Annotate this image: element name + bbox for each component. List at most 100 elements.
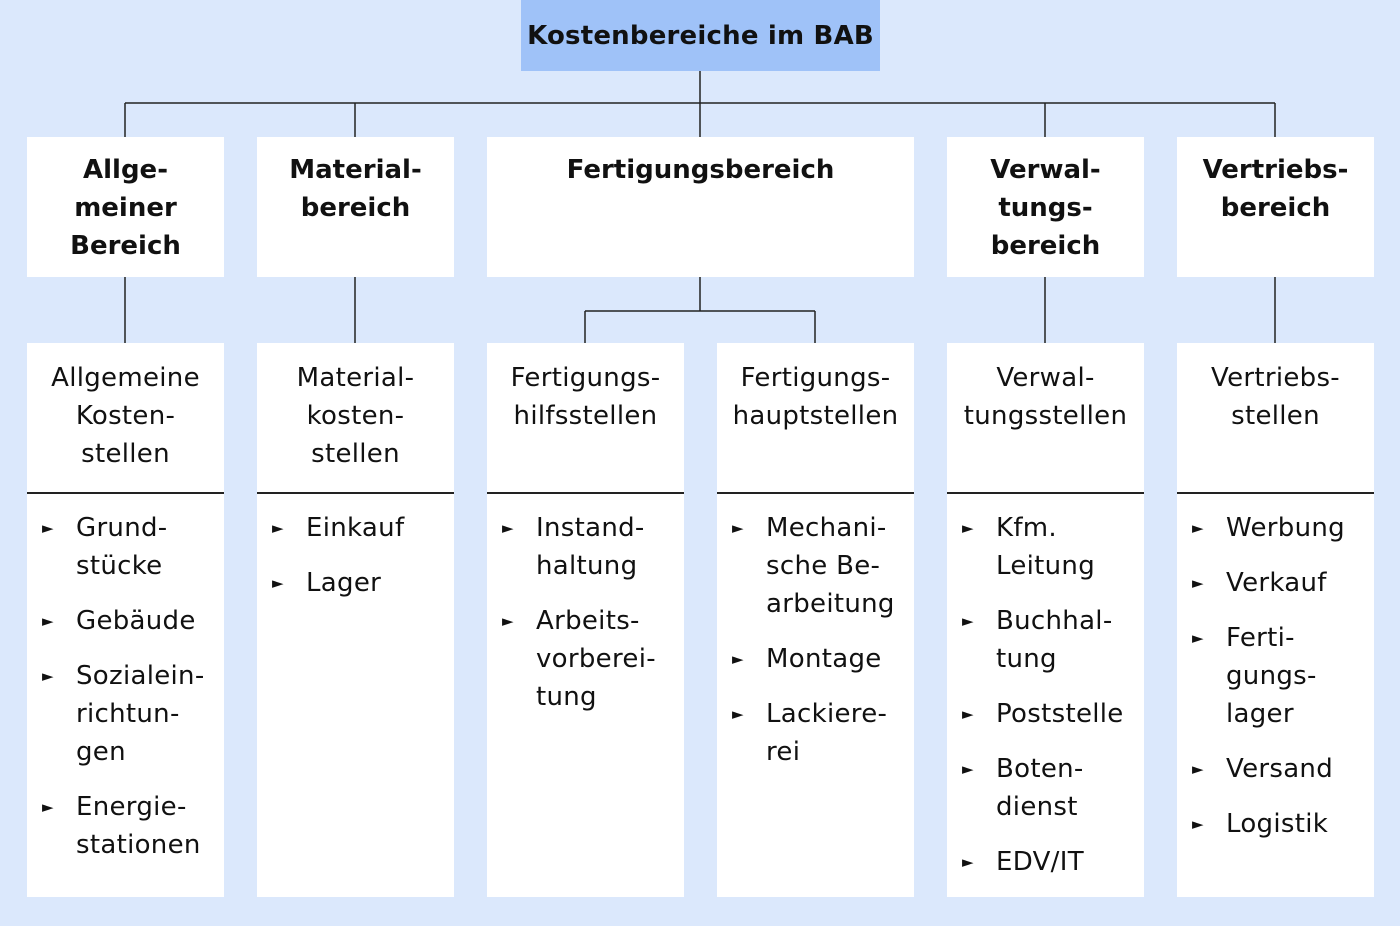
list-item-text: dienst [996, 792, 1078, 822]
triangle-right-icon: ► [732, 519, 744, 537]
cost-center-list: ►Werbung►Verkauf►Ferti-gungs-lager►Versa… [1177, 494, 1374, 843]
category-verwaltungsbereich: Verwal- tungs- bereich [947, 137, 1144, 277]
column-title: Vertriebs-stellen [1177, 343, 1374, 494]
category-vertriebsbereich: Vertriebs- bereich [1177, 137, 1374, 277]
triangle-right-icon: ► [1192, 519, 1204, 537]
list-item-text: Boten- [996, 754, 1084, 784]
list-item: ►Buchhal-tung [947, 602, 1144, 678]
list-item-text: gen [76, 737, 126, 767]
list-item-text: Versand [1226, 754, 1334, 784]
list-item: ►Kfm.Leitung [947, 509, 1144, 585]
list-item-text: stationen [76, 830, 201, 860]
column-title-line: stellen [311, 439, 400, 469]
category-line: meiner [74, 193, 177, 223]
list-item-text: Verkauf [1226, 568, 1327, 598]
list-item-text: Einkauf [306, 513, 405, 543]
column-title: Fertigungs-hilfsstellen [487, 343, 684, 494]
list-item: ►Sozialein-richtun-gen [27, 657, 224, 771]
list-item: ► Ferti-gungs-lager [1177, 619, 1374, 733]
list-item-text: Kfm. [996, 513, 1057, 543]
list-item: ► Arbeits-vorberei-tung [487, 602, 684, 716]
triangle-right-icon: ► [962, 760, 974, 778]
column-title: Fertigungs-hauptstellen [717, 343, 914, 494]
category-line: Verwal- [990, 155, 1101, 185]
list-item-text: Arbeits- [536, 606, 640, 636]
triangle-right-icon: ► [42, 798, 54, 816]
list-item-text: rei [766, 737, 801, 767]
list-item-text: Mechani- [766, 513, 887, 543]
column-title-line: Verwal- [996, 363, 1095, 393]
triangle-right-icon: ► [272, 519, 284, 537]
list-item-text: Instand- [536, 513, 645, 543]
column-vertriebsstellen: Vertriebs-stellen ► Werbung ►Verkauf ► Ferti-… [1177, 343, 1374, 897]
column-title-line: Allgemeine [51, 363, 200, 393]
cost-center-list: ►Grund-stücke►Gebäude►Sozialein-richtun-… [27, 494, 224, 864]
list-item: ►Montage [717, 640, 914, 678]
category-line: bereich [1220, 193, 1331, 223]
list-item-text: haltung [536, 551, 638, 581]
category-line: bereich [300, 193, 411, 223]
list-item: ►Poststelle [947, 695, 1144, 733]
list-item: ►Logistik [1177, 805, 1374, 843]
list-item-text: gungs- [1226, 661, 1317, 691]
column-title-line: stellen [1231, 401, 1320, 431]
triangle-right-icon: ► [502, 519, 514, 537]
list-item-text: Lager [306, 568, 382, 598]
column-title: Verwal-tungsstellen [947, 343, 1144, 494]
list-item-text: Grund- [76, 513, 168, 543]
column-title-line: Fertigungs- [510, 363, 661, 393]
category-materialbereich: Material- bereich [257, 137, 454, 277]
column-title-line: Fertigungs- [740, 363, 891, 393]
list-item-text: Leitung [996, 551, 1096, 581]
triangle-right-icon: ► [1192, 629, 1204, 647]
list-item-text: Gebäude [76, 606, 196, 636]
category-line: tungs- [998, 193, 1093, 223]
list-item: ► Gebäude [27, 602, 224, 640]
list-item: ► Werbung [1177, 509, 1374, 547]
list-item: ► Lager [257, 564, 454, 602]
category-line: Fertigungsbereich [566, 155, 835, 185]
list-item-text: Ferti- [1226, 623, 1295, 653]
column-title-line: Kosten- [75, 401, 176, 431]
list-item: ► Einkauf [257, 509, 454, 547]
triangle-right-icon: ► [962, 705, 974, 723]
column-title-line: stellen [81, 439, 170, 469]
cost-center-list: ► Einkauf ► Lager [257, 494, 454, 602]
column-materialkostenstellen: Material-kosten-stellen ► Einkauf ► Lager [257, 343, 454, 897]
list-item-text: tung [996, 644, 1057, 674]
triangle-right-icon: ► [502, 612, 514, 630]
column-title: Material-kosten-stellen [257, 343, 454, 494]
list-item-text: lager [1226, 699, 1294, 729]
root-node: Kostenbereiche im BAB [521, 0, 880, 71]
list-item: ► EDV/IT [947, 843, 1144, 881]
list-item: ►Grund-stücke [27, 509, 224, 585]
list-item-text: Logistik [1226, 809, 1329, 839]
list-item: ► Instand-haltung [487, 509, 684, 585]
cost-center-list: ►Kfm.Leitung►Buchhal-tung►Poststelle►Bot… [947, 494, 1144, 881]
list-item: ►Verkauf [1177, 564, 1374, 602]
triangle-right-icon: ► [962, 612, 974, 630]
cost-center-list: ►Mechani-sche Be-arbeitung►Montage►Lacki… [717, 494, 914, 771]
column-title-line: Vertriebs- [1211, 363, 1340, 393]
category-line: Allge- [83, 155, 168, 185]
category-fertigungsbereich: Fertigungsbereich [487, 137, 914, 277]
list-item-text: richtun- [76, 699, 180, 729]
triangle-right-icon: ► [42, 612, 54, 630]
column-fertigungshauptstellen: Fertigungs-hauptstellen►Mechani-sche Be-… [717, 343, 914, 897]
root-title: Kostenbereiche im BAB [527, 20, 874, 51]
list-item-text: Sozialein- [76, 661, 205, 691]
list-item: ► Boten-dienst [947, 750, 1144, 826]
list-item-text: tung [536, 682, 597, 712]
list-item-text: arbeitung [766, 589, 895, 619]
list-item-text: Werbung [1226, 513, 1345, 543]
triangle-right-icon: ► [272, 574, 284, 592]
column-title-line: kosten- [306, 401, 405, 431]
list-item-text: EDV/IT [996, 847, 1084, 877]
triangle-right-icon: ► [962, 853, 974, 871]
column-verwaltungsstellen: Verwal-tungsstellen ► Kfm. Leitung ►Buchhal-… [947, 343, 1144, 897]
list-item: ►Energie-stationen [27, 788, 224, 864]
list-item: ►Lackiere-rei [717, 695, 914, 771]
list-item-text: vorberei- [536, 644, 656, 674]
